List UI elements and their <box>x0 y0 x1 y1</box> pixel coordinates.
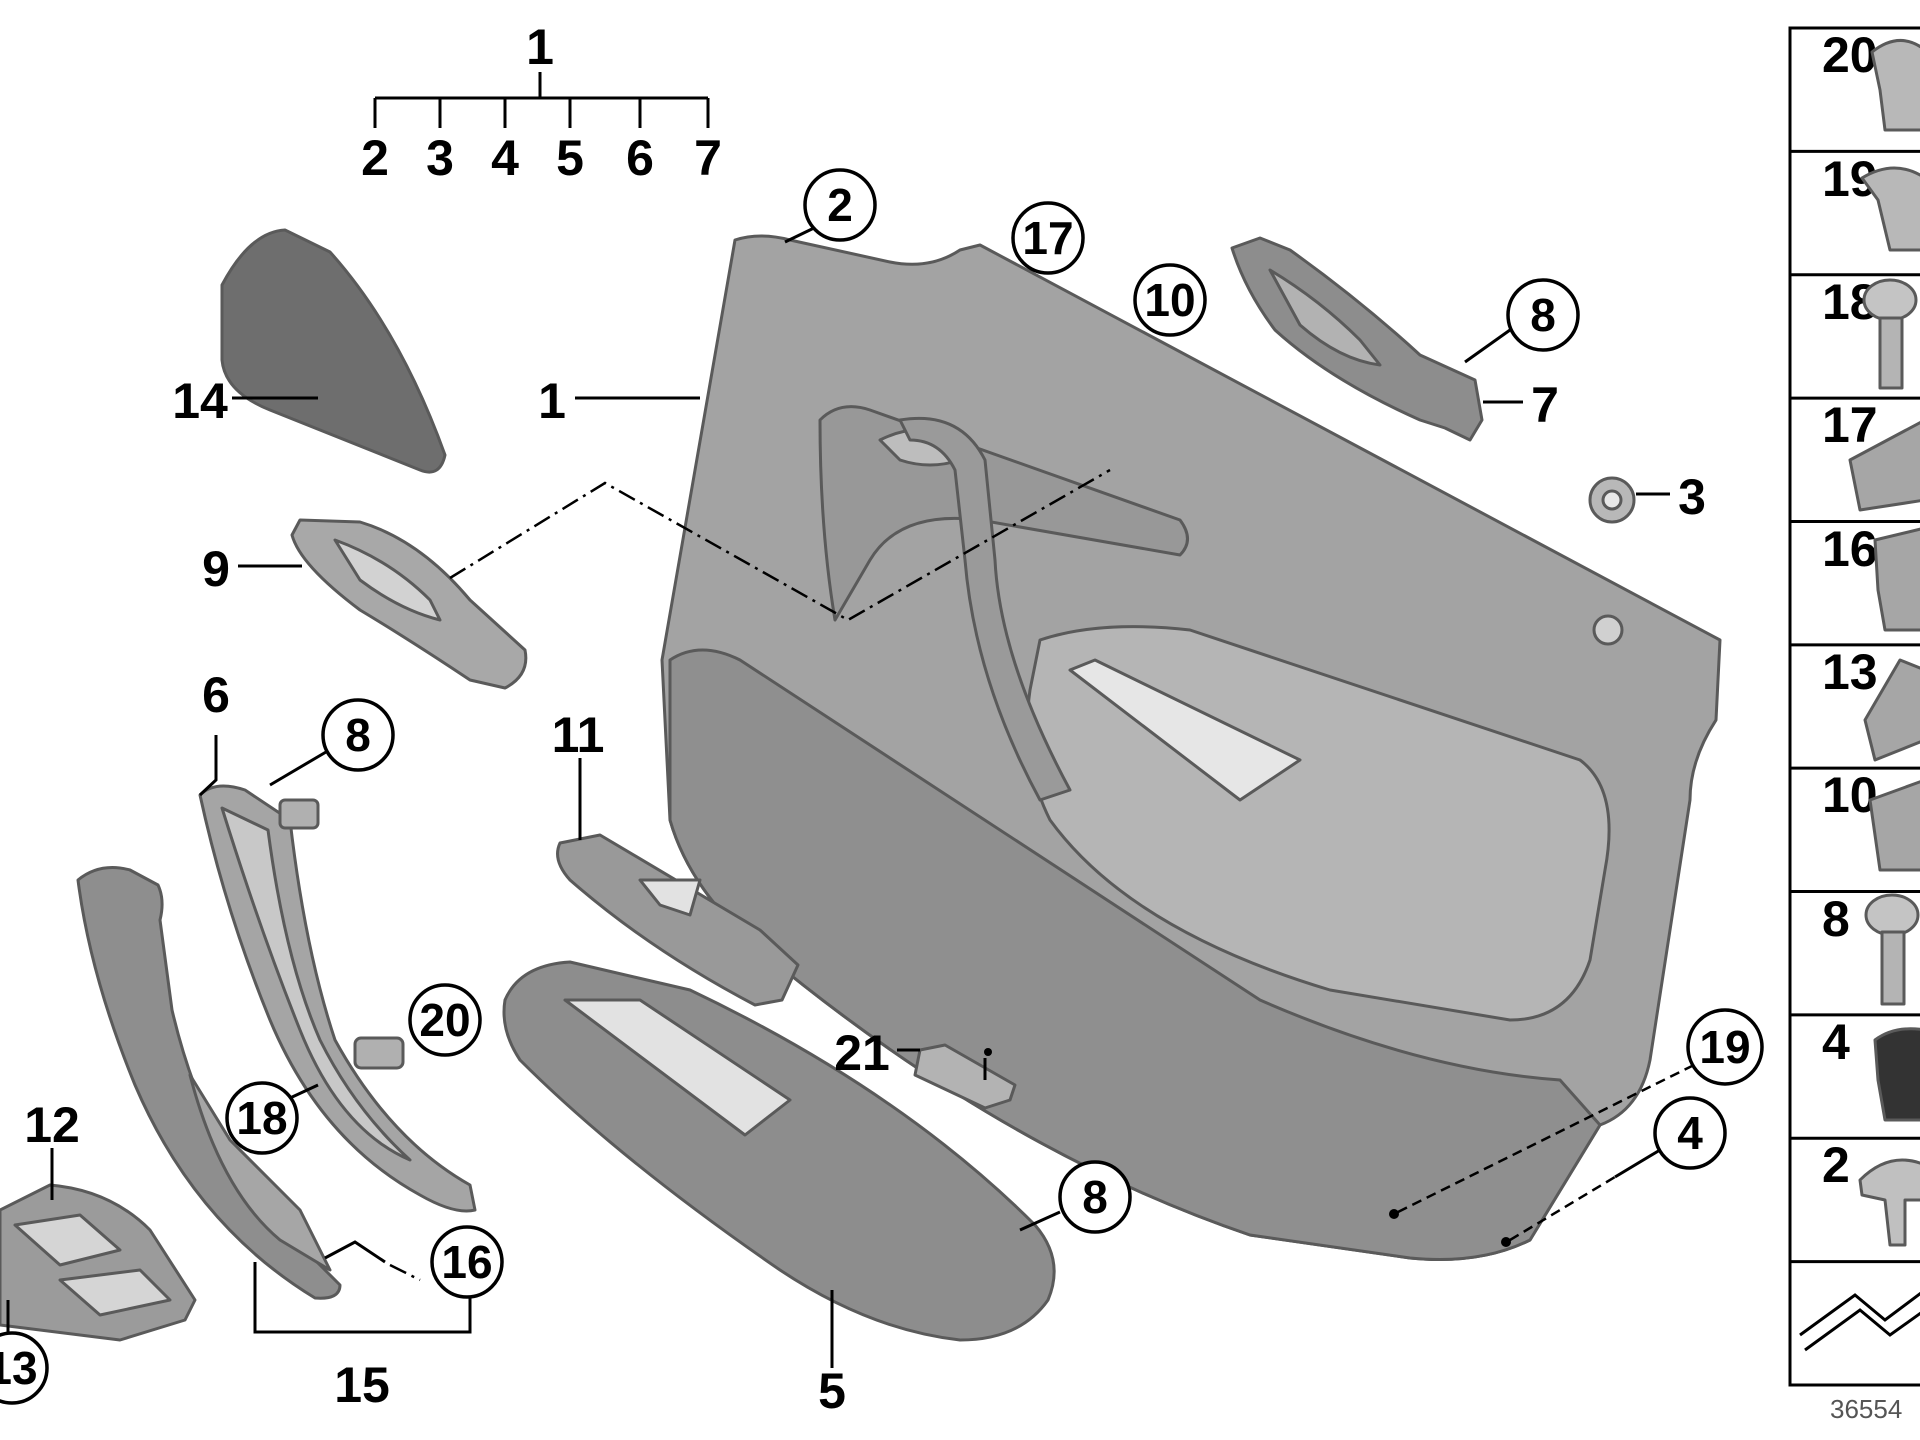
fastener-row-label: 13 <box>1822 644 1878 700</box>
clip-icon <box>1873 527 1920 632</box>
callout-18-label: 18 <box>236 1092 287 1144</box>
fastener-row-label: 17 <box>1822 397 1878 453</box>
callout-8-label: 8 <box>345 709 371 761</box>
switch-block-part <box>0 1183 197 1342</box>
clip-icon <box>1868 780 1920 872</box>
callout-10-label: 10 <box>1144 274 1195 326</box>
tree-parent-label: 1 <box>526 19 554 75</box>
callout-9-label: 9 <box>202 541 230 597</box>
reference-number: 36554 <box>1830 1394 1902 1424</box>
callout-13-label: 13 <box>0 1342 38 1394</box>
callout-2-label: 2 <box>827 179 853 231</box>
callout-3-label: 3 <box>1678 469 1706 525</box>
callout-14-label: 14 <box>172 373 228 429</box>
callout-16-label: 16 <box>441 1236 492 1288</box>
callout-19-label: 19 <box>1699 1021 1750 1073</box>
insert-part <box>913 1043 1017 1110</box>
screw-icon <box>1862 278 1918 390</box>
callout-8-label: 8 <box>1082 1171 1108 1223</box>
fastener-row-label: 4 <box>1822 1014 1850 1070</box>
callout-20-label: 20 <box>419 994 470 1046</box>
fastener-row-label: 2 <box>1822 1137 1850 1193</box>
fastener-row-label: 10 <box>1822 767 1878 823</box>
tree-child-label: 4 <box>491 130 519 186</box>
fastener-row-label: 16 <box>1822 521 1878 577</box>
fastener-icon <box>1870 39 1920 132</box>
grommet-icon <box>1873 1027 1920 1122</box>
push-rivet-icon <box>1858 1158 1920 1247</box>
arrow-symbol-icon <box>1799 1291 1920 1352</box>
callout-5-label: 5 <box>818 1363 846 1419</box>
circled-callouts: 2 17 10 8 8 20 18 16 8 19 4 13 <box>0 168 1764 1405</box>
switch-panel-part <box>556 833 800 1007</box>
fastener-icon <box>1860 166 1920 252</box>
callout-7-label: 7 <box>1531 377 1559 433</box>
callout-11-label: 11 <box>552 707 605 763</box>
callout-1-label: 1 <box>538 373 566 429</box>
clip-icon <box>1863 658 1920 762</box>
door-panel-part <box>660 234 1722 1261</box>
tree-child-label: 7 <box>694 130 722 186</box>
callout-17-label: 17 <box>1022 212 1073 264</box>
callout-21-label: 21 <box>834 1025 890 1081</box>
callout-4-label: 4 <box>1677 1107 1703 1159</box>
tree-child-label: 2 <box>361 130 389 186</box>
screw-icon <box>1864 893 1920 1006</box>
tree-child-label: 3 <box>426 130 454 186</box>
fastener-table: 20 19 18 17 16 13 10 8 4 2 <box>1788 26 1920 1387</box>
speaker-cover-part <box>220 228 447 474</box>
fastener-row-label: 20 <box>1822 27 1878 83</box>
clip-icon <box>1848 420 1920 512</box>
callout-6-label: 6 <box>202 667 230 723</box>
tree-child-label: 6 <box>626 130 654 186</box>
callout-12-label: 12 <box>24 1097 80 1153</box>
part-hierarchy-tree: 1 2 3 4 5 6 7 <box>361 19 722 186</box>
pull-handle-part <box>76 866 342 1300</box>
callout-8-label: 8 <box>1530 289 1556 341</box>
fastener-row-label: 8 <box>1822 891 1850 947</box>
tree-child-label: 5 <box>556 130 584 186</box>
callout-15-label: 15 <box>334 1357 390 1413</box>
